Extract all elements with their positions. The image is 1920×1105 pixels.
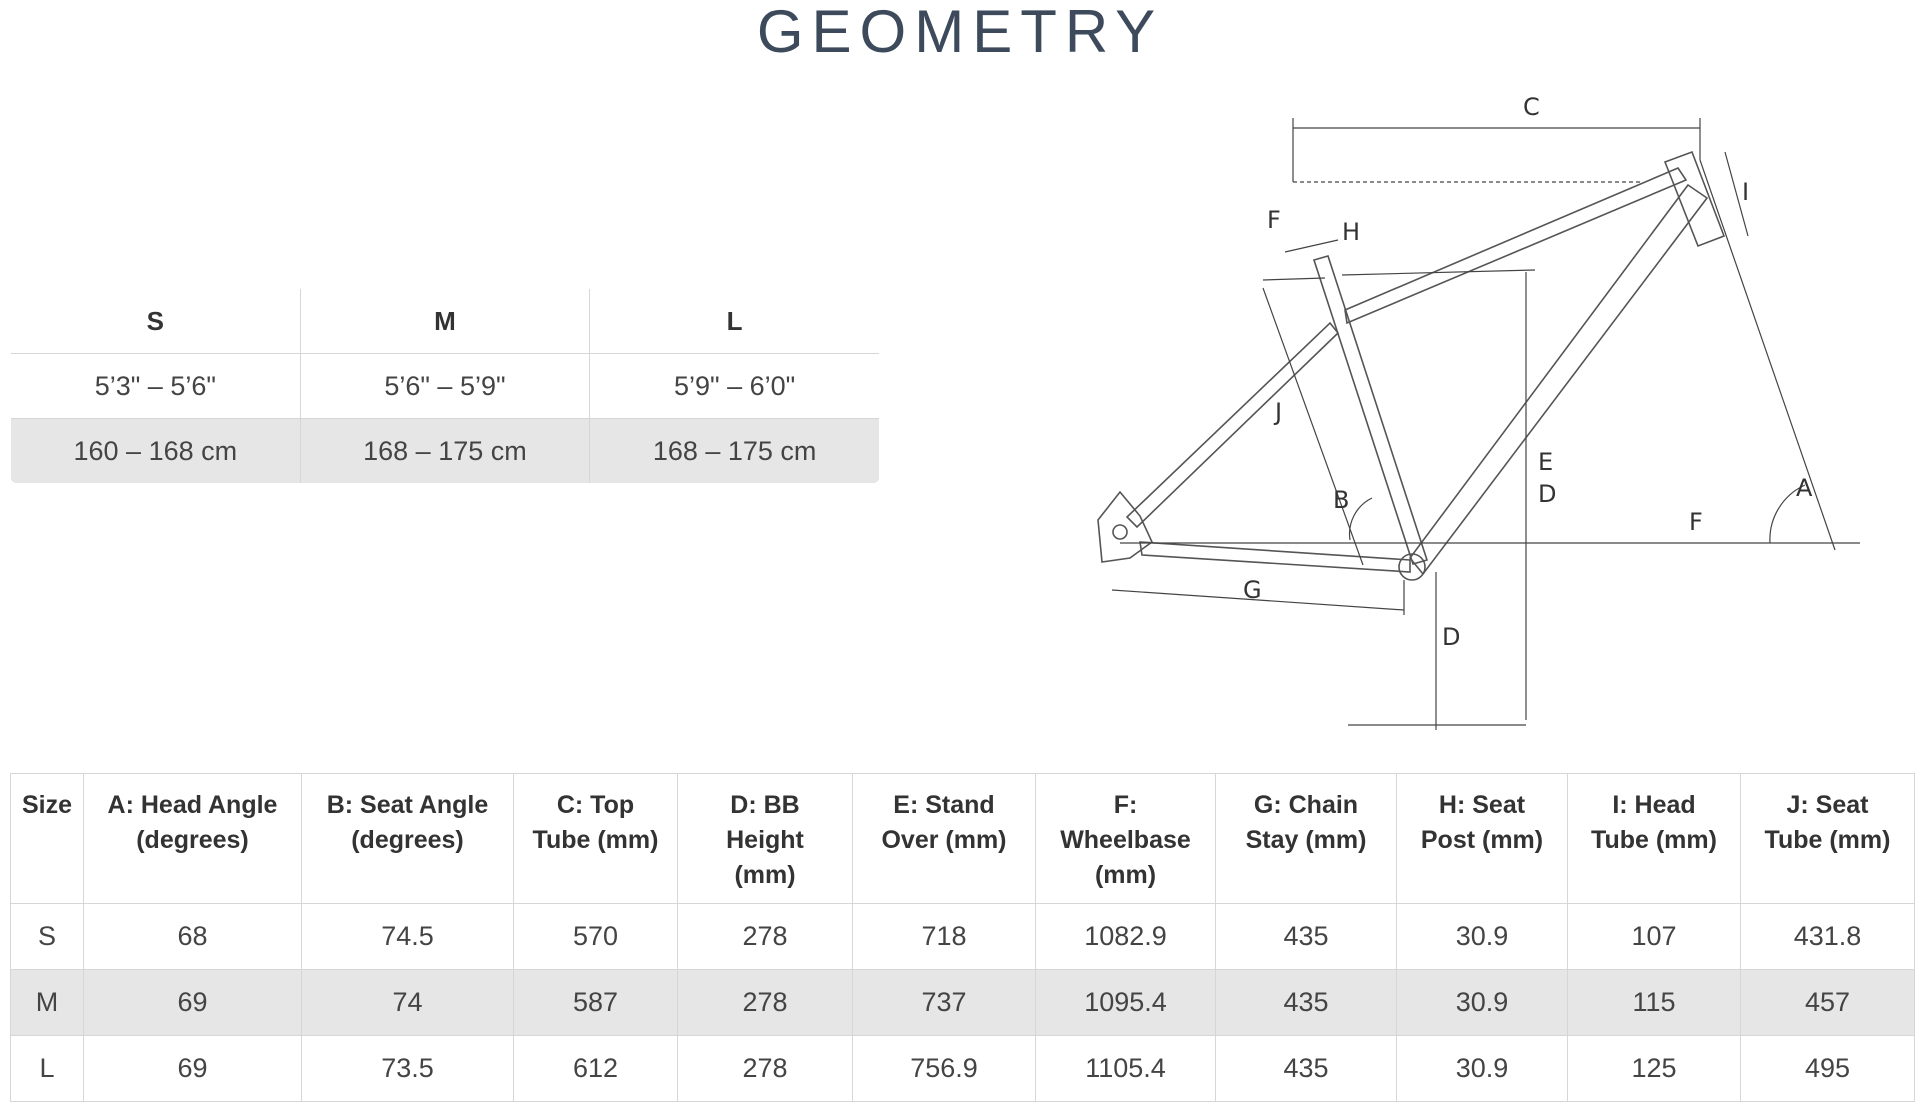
- table-row: M 69 74 587 278 737 1095.4 435 30.9 115 …: [10, 969, 1915, 1036]
- size-header-row: S M L: [11, 289, 879, 354]
- diagram-label-d-upper: D: [1538, 480, 1556, 508]
- table-cell: 168 – 175 cm: [299, 418, 591, 483]
- table-cell: 125: [1567, 1035, 1741, 1102]
- table-cell: 30.9: [1396, 1035, 1568, 1102]
- diagram-label-j: J: [1273, 398, 1282, 426]
- table-cell: 435: [1215, 969, 1397, 1036]
- table-cell: 570: [513, 903, 678, 970]
- height-metric-row: 160 – 168 cm 168 – 175 cm 168 – 175 cm: [11, 418, 879, 483]
- size-table: S M L 5’3" – 5’6" 5’6" – 5’9" 5’9" – 6’0…: [10, 288, 880, 484]
- table-cell: 30.9: [1396, 969, 1568, 1036]
- diagram-label-a: A: [1796, 474, 1813, 502]
- geometry-table: Size A: Head Angle(degrees) B: Seat Angl…: [10, 773, 1915, 1102]
- diagram-label-h: H: [1342, 218, 1360, 246]
- table-cell: 160 – 168 cm: [11, 418, 301, 483]
- table-cell: L: [10, 1035, 84, 1102]
- table-cell: 737: [852, 969, 1036, 1036]
- diagram-label-d-lower: D: [1442, 623, 1460, 651]
- table-cell: S: [10, 903, 84, 970]
- header-head-angle: A: Head Angle(degrees): [83, 773, 302, 904]
- diagram-label-e: E: [1538, 448, 1553, 476]
- diagram-label-f-top: F: [1267, 206, 1281, 234]
- diagram-label-c: C: [1523, 93, 1540, 121]
- frame-geometry-diagram: C F H I J B E D F A G D: [1097, 93, 1860, 730]
- header-size: Size: [10, 773, 84, 904]
- table-cell: 5’9" – 6’0": [589, 353, 879, 419]
- table-cell: 168 – 175 cm: [589, 418, 879, 483]
- table-cell: 107: [1567, 903, 1741, 970]
- header-wheelbase: F:Wheelbase(mm): [1035, 773, 1216, 904]
- table-cell: 612: [513, 1035, 678, 1102]
- diagram-label-i: I: [1742, 178, 1749, 206]
- table-cell: 5’6" – 5’9": [299, 353, 591, 419]
- table-cell: 69: [83, 1035, 302, 1102]
- table-cell: M: [10, 969, 84, 1036]
- table-cell: 435: [1215, 903, 1397, 970]
- table-row: S 68 74.5 570 278 718 1082.9 435 30.9 10…: [10, 903, 1915, 970]
- table-cell: 756.9: [852, 1035, 1036, 1102]
- diagram-label-f: F: [1689, 508, 1703, 536]
- table-cell: 1105.4: [1035, 1035, 1216, 1102]
- table-cell: 435: [1215, 1035, 1397, 1102]
- table-cell: 69: [83, 969, 302, 1036]
- table-cell: 278: [677, 969, 853, 1036]
- page-title: GEOMETRY: [756, 0, 1164, 65]
- header-seat-angle: B: Seat Angle(degrees): [301, 773, 514, 904]
- size-header-m: M: [299, 289, 591, 354]
- table-cell: 74.5: [301, 903, 514, 970]
- table-cell: 5’3" – 5’6": [11, 353, 301, 419]
- table-row: L 69 73.5 612 278 756.9 1105.4 435 30.9 …: [10, 1035, 1915, 1102]
- table-cell: 457: [1740, 969, 1915, 1036]
- table-cell: 1095.4: [1035, 969, 1216, 1036]
- table-cell: 587: [513, 969, 678, 1036]
- table-cell: 278: [677, 903, 853, 970]
- table-cell: 431.8: [1740, 903, 1915, 970]
- diagram-label-b: B: [1333, 486, 1349, 514]
- table-cell: 1082.9: [1035, 903, 1216, 970]
- table-cell: 115: [1567, 969, 1741, 1036]
- table-cell: 718: [852, 903, 1036, 970]
- table-cell: 73.5: [301, 1035, 514, 1102]
- size-header-l: L: [589, 289, 879, 354]
- table-cell: 30.9: [1396, 903, 1568, 970]
- geometry-header-row: Size A: Head Angle(degrees) B: Seat Angl…: [10, 773, 1915, 904]
- table-cell: 74: [301, 969, 514, 1036]
- height-imperial-row: 5’3" – 5’6" 5’6" – 5’9" 5’9" – 6’0": [11, 353, 879, 419]
- table-cell: 495: [1740, 1035, 1915, 1102]
- diagram-label-g: G: [1243, 576, 1262, 604]
- table-cell: 278: [677, 1035, 853, 1102]
- size-header-s: S: [11, 289, 301, 354]
- table-cell: 68: [83, 903, 302, 970]
